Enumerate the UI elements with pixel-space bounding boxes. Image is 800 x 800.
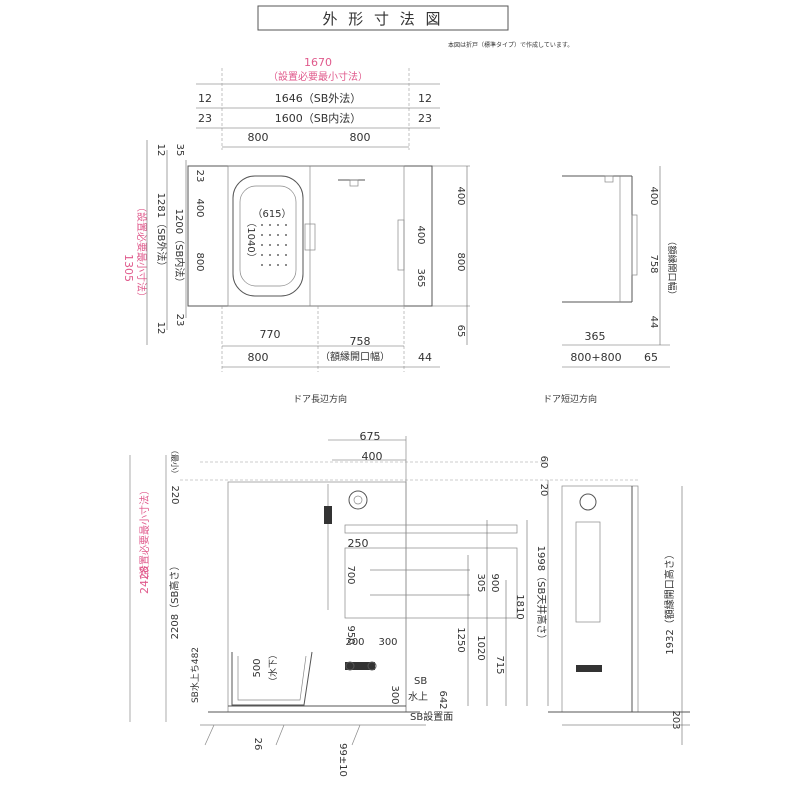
elev-left-sb-h: 2208（SB高さ） (168, 561, 181, 640)
tub-length-label: （1040） (245, 217, 257, 262)
plan-left-inner: 1200（SB内法） (173, 209, 186, 288)
plan-left-12-top: 12 (155, 144, 166, 157)
elev-right-1932: 1932（額縁開口高さ） (663, 549, 676, 654)
tub-width-label: （615） (252, 208, 291, 220)
plan-right-800: 800 (455, 252, 466, 271)
elev-top-60: 60 (538, 456, 549, 469)
elev-bot-99: 99±10 (337, 743, 348, 777)
elev-v-200: 200 (345, 637, 364, 648)
plan-row1-left: 12 (198, 92, 212, 105)
plan-left-400: 400 (194, 198, 205, 217)
elev-v-1250: 1250 (455, 627, 466, 652)
drawing-note: 本図は折戸（標準タイプ）で作成しています。 (448, 41, 573, 49)
plan-top-min-note: （設置必要最小寸法） (268, 70, 368, 83)
elev-water-up: 水上 (408, 691, 428, 703)
plan-row2-mid: 1600（SB内法） (275, 111, 362, 125)
elev-v-300b: 300 (389, 685, 400, 704)
elev-top-675: 675 (360, 430, 381, 443)
plan-left-35: 35 (174, 144, 185, 157)
elev-top-400: 400 (362, 450, 383, 463)
short-r-400: 400 (648, 186, 659, 205)
plan-bot-758: 758 (350, 335, 371, 348)
short-b-365: 365 (585, 330, 606, 343)
title-box (257, 5, 509, 31)
elev-sb-floor: SB設置面 (410, 710, 453, 723)
plan-long-caption: ドア長辺方向 (293, 393, 347, 405)
elev-v-water-lower: （水下） (267, 650, 279, 686)
elev-v-500: 500 (252, 658, 263, 677)
elev-right-203: 203 (670, 710, 681, 729)
elev-left-water: SB水上ち482 (189, 647, 201, 703)
elev-v-950: 950 (345, 625, 356, 644)
plan-left-23-bot: 23 (174, 314, 185, 327)
plan-bot-opening: （額縁開口幅） (320, 350, 390, 363)
elev-top-20: 20 (538, 484, 549, 497)
elev-v-300: 300 (378, 637, 397, 648)
plan-left-outer: 1281（SB外法） (155, 193, 168, 272)
plan-bot-44: 44 (418, 351, 432, 364)
plan-row2-right: 23 (418, 112, 432, 125)
elev-v-250: 250 (348, 537, 369, 550)
elevation-front-view: 675 400 60 20 2428 （設置必要最小寸法） （最小） 220 2… (129, 430, 640, 777)
plan-left-800: 800 (194, 252, 205, 271)
elev-v-900: 900 (489, 573, 500, 592)
plan-row1-mid: 1646（SB外法） (275, 91, 362, 105)
plan-top-min: 1670 (304, 56, 332, 69)
plan-left-min-note: （設置必要最小寸法） (135, 202, 148, 302)
plan-row1-right: 12 (418, 92, 432, 105)
short-r-44: 44 (648, 316, 659, 329)
short-b-65: 65 (644, 351, 658, 364)
elev-left-220: 220 (169, 485, 180, 504)
plan-row2-left: 23 (198, 112, 212, 125)
plan-row3-b: 800 (350, 131, 371, 144)
plan-long-view: 1670 （設置必要最小寸法） 12 1646（SB外法） 12 23 1600… (122, 56, 470, 405)
short-b-sum: 800+800 (570, 351, 621, 364)
elev-v-1020: 1020 (475, 635, 486, 660)
short-r-758: 758 (648, 254, 659, 273)
plan-left-12-bot: 12 (155, 322, 166, 335)
elev-left-min-note: （設置必要最小寸法） (138, 485, 151, 585)
elev-left-min: 2428 (138, 566, 151, 594)
plan-short-caption: ドア短辺方向 (543, 393, 597, 405)
plan-right-65: 65 (455, 325, 466, 338)
plan-row3-a: 800 (248, 131, 269, 144)
elevation-side-view: 1932（額縁開口高さ） 203 (548, 485, 690, 745)
plan-short-view: 400 758 （額縁開口幅） 44 365 800+800 65 ドア短辺方向 (543, 166, 678, 405)
elev-v-700: 700 (345, 565, 356, 584)
elev-bot-26: 26 (252, 738, 263, 751)
plan-bot-770: 770 (260, 328, 281, 341)
elev-v-305: 305 (475, 573, 486, 592)
elev-v-1810: 1810 (514, 594, 525, 619)
elev-v-ceiling: 1998（SB天井高さ） (535, 546, 548, 645)
elev-v-642: 642 (437, 690, 448, 709)
elev-left-min-label: （最小） (170, 446, 179, 478)
plan-right-400a: 400 (455, 186, 466, 205)
plan-left-min: 1305 (122, 254, 135, 282)
plan-left-23-top: 23 (194, 170, 205, 183)
plan-right-365: 365 (415, 268, 426, 287)
plan-right-400b: 400 (415, 225, 426, 244)
short-r-opening: （額縁開口幅） (666, 236, 678, 299)
elev-v-715: 715 (494, 655, 505, 674)
plan-bot-800: 800 (248, 351, 269, 364)
page-title: 外 形 寸 法 図 (322, 10, 443, 28)
elev-sb-label: SB (414, 676, 427, 687)
